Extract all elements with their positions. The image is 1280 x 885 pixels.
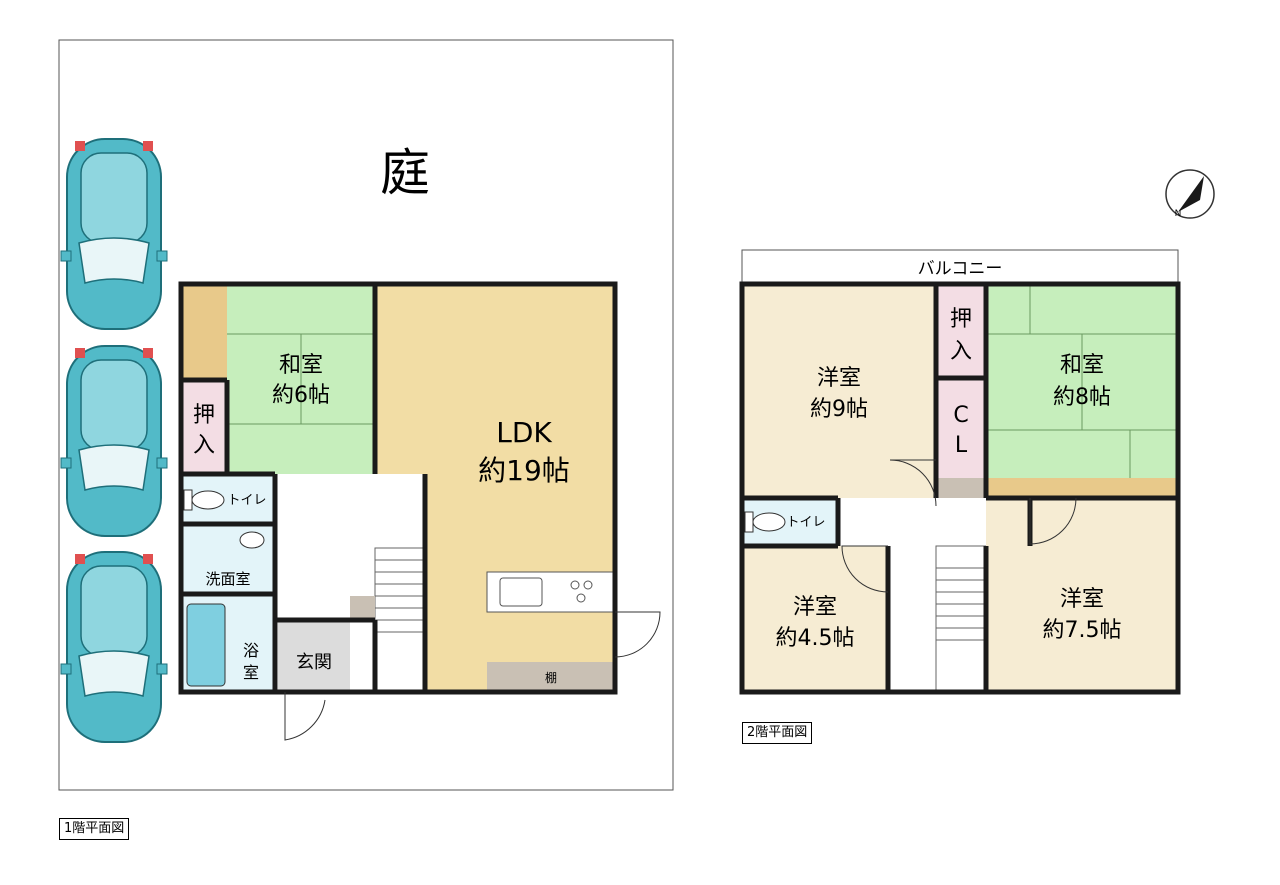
parking-car-3 (60, 551, 168, 743)
washroom-1f-label: 洗面室 (205, 570, 250, 588)
youshitsu-9-size: 約9帖 (810, 397, 868, 422)
sink-icon (499, 577, 543, 607)
tokonoma (181, 284, 227, 380)
oshiire-2f (936, 284, 986, 378)
door-swing-9 (889, 459, 937, 507)
youshitsu-75-label: 洋室 (1060, 587, 1104, 612)
door-swing-1f (284, 692, 326, 741)
stairs-2f (935, 545, 987, 693)
oshiire-2f-label-2: 入 (950, 339, 972, 364)
tatami-lines-2f (986, 284, 1178, 478)
tatami-lines-1f (227, 333, 375, 425)
closet-label-2: L (955, 433, 968, 458)
parking-car-2 (60, 345, 168, 537)
oshiire-2f-label-1: 押 (950, 307, 972, 332)
walls-2f (739, 281, 1181, 695)
shelf-1f (487, 662, 615, 692)
closet-label-1: C (953, 403, 968, 428)
youshitsu-9-label: 洋室 (817, 366, 861, 391)
washitsu-8-size: 約8帖 (1053, 385, 1111, 410)
garden-label: 庭 (380, 144, 430, 202)
floor-1: 庭 (58, 39, 674, 791)
walls-1f (178, 281, 618, 695)
youshitsu-75-size: 約7.5帖 (1043, 618, 1122, 643)
washitsu-8-label: 和室 (1060, 353, 1104, 378)
oshiire-1f-label-1: 押 (193, 403, 215, 428)
door-swing-45 (841, 545, 889, 593)
compass-north-letter: N (1175, 209, 1182, 219)
bath-1f-label-1: 浴 (243, 641, 259, 660)
door-swing-75 (1029, 497, 1077, 545)
toilet-1f-label: トイレ (227, 493, 266, 508)
floor-2-plan-label: 2階平面図 (742, 722, 813, 744)
ldk-label: LDK (496, 416, 552, 449)
youshitsu-45-size: 約4.5帖 (776, 626, 855, 651)
ldk-size: 約19帖 (478, 454, 570, 487)
shoe-shelf-1f (350, 596, 375, 620)
hall-2f-lower (888, 546, 936, 692)
toilet-fixture-1f (183, 489, 225, 511)
oshiire-1f (181, 380, 227, 474)
stove-icon (570, 580, 593, 603)
floor-1-plan-label: 1階平面図 (59, 818, 130, 840)
hall-2f-storage (936, 478, 986, 498)
balcony (741, 249, 1179, 285)
bath-1f-label-2: 室 (243, 663, 259, 682)
stair-treads-1f (375, 559, 425, 633)
toilet-fixture-2f (744, 511, 786, 533)
parking-car-1 (60, 138, 168, 330)
balcony-label: バルコニー (918, 259, 1003, 279)
youshitsu-9 (742, 284, 936, 498)
washitsu-6-size: 約6帖 (272, 383, 330, 408)
wash-basin-1f (239, 531, 265, 549)
youshitsu-45-label: 洋室 (793, 595, 837, 620)
closet-2f (936, 378, 986, 478)
tokonoma-2f (986, 478, 1178, 498)
toilet-2f-label: トイレ (786, 515, 825, 530)
stair-treads-2f (936, 567, 986, 641)
shelf-label: 棚 (545, 670, 557, 685)
entrance-label: 玄関 (296, 652, 332, 673)
washitsu-6-label: 和室 (279, 353, 323, 378)
door-swing-ldk (614, 611, 661, 658)
youshitsu-45 (742, 546, 888, 692)
floor-2: バルコニー (739, 249, 1181, 695)
youshitsu-75 (986, 498, 1178, 692)
entrance-1f (278, 622, 350, 692)
bathtub (186, 603, 226, 687)
north-compass: N (1165, 169, 1215, 219)
oshiire-1f-label-2: 入 (193, 433, 215, 458)
